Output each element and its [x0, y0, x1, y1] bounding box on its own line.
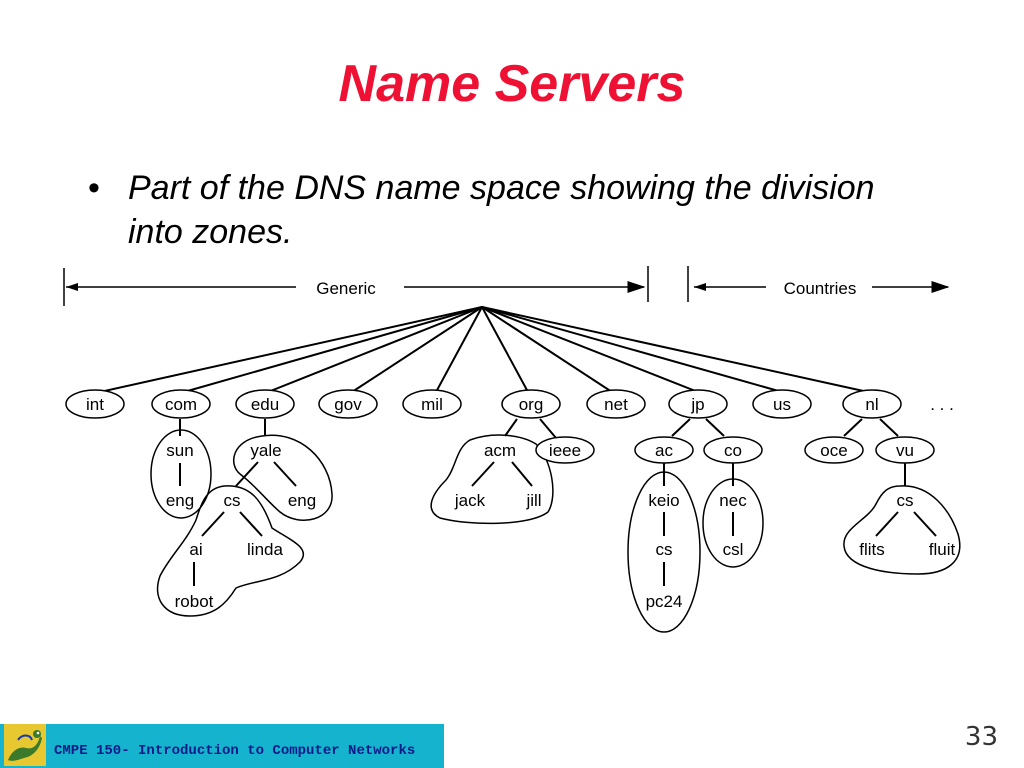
node-cs-yale: cs: [224, 491, 241, 510]
node-jp: jp: [690, 395, 704, 414]
node-jack: jack: [454, 491, 486, 510]
countries-label: Countries: [784, 279, 857, 298]
slide-title: Name Servers: [338, 55, 686, 113]
node-sun: sun: [166, 441, 193, 460]
page-number: 33: [964, 722, 998, 752]
node-edu: edu: [251, 395, 279, 414]
node-co: co: [724, 441, 742, 460]
node-acm: acm: [484, 441, 516, 460]
node-gov: gov: [334, 395, 362, 414]
node-ai: ai: [189, 540, 202, 559]
node-int: int: [86, 395, 104, 414]
node-fluit: fluit: [929, 540, 956, 559]
node-ac: ac: [655, 441, 673, 460]
zone-yale: [232, 434, 333, 521]
zone-nec: [702, 478, 764, 568]
footer-course-title: CMPE 150- Introduction to Computer Netwo…: [54, 743, 416, 759]
subtree-edges: [179, 418, 937, 586]
node-cs-vu: cs: [897, 491, 914, 510]
zone-acm: [430, 434, 554, 525]
generic-label: Generic: [316, 279, 376, 298]
node-mil: mil: [421, 395, 443, 414]
bullet-text: Part of the DNS name space showing the d…: [128, 169, 875, 251]
countries-range-bar: [687, 266, 950, 302]
node-eng-yale: eng: [288, 491, 316, 510]
node-us: us: [773, 395, 791, 414]
root-edges: [99, 306, 869, 393]
ellipsis: . . .: [930, 395, 954, 414]
cartoon-slug-logo-icon: [4, 724, 46, 766]
node-yale: yale: [250, 441, 281, 460]
node-eng-sun: eng: [166, 491, 194, 510]
node-nec: nec: [719, 491, 747, 510]
node-nl: nl: [865, 395, 878, 414]
node-vu: vu: [896, 441, 914, 460]
node-org: org: [519, 395, 544, 414]
zone-outlines: [150, 429, 961, 633]
zone-keio: [627, 471, 701, 633]
node-keio: keio: [648, 491, 679, 510]
node-cs-keio: cs: [656, 540, 673, 559]
dns-namespace-diagram: Generic Countries: [63, 266, 961, 633]
node-flits: flits: [859, 540, 885, 559]
node-com: com: [165, 395, 197, 414]
zone-cs-yale: [156, 485, 304, 617]
zone-cs-vu: [843, 485, 961, 575]
node-jill: jill: [525, 491, 541, 510]
node-csl: csl: [723, 540, 744, 559]
generic-range-bar: [63, 266, 649, 306]
node-linda: linda: [247, 540, 283, 559]
tld-ovals: [65, 389, 935, 464]
footer-bar: [0, 724, 444, 768]
node-pc24: pc24: [646, 592, 683, 611]
node-oce: oce: [820, 441, 847, 460]
node-net: net: [604, 395, 628, 414]
zone-sun: [150, 429, 212, 519]
node-robot: robot: [175, 592, 214, 611]
node-ieee: ieee: [549, 441, 581, 460]
bullet-marker: •: [88, 169, 100, 207]
